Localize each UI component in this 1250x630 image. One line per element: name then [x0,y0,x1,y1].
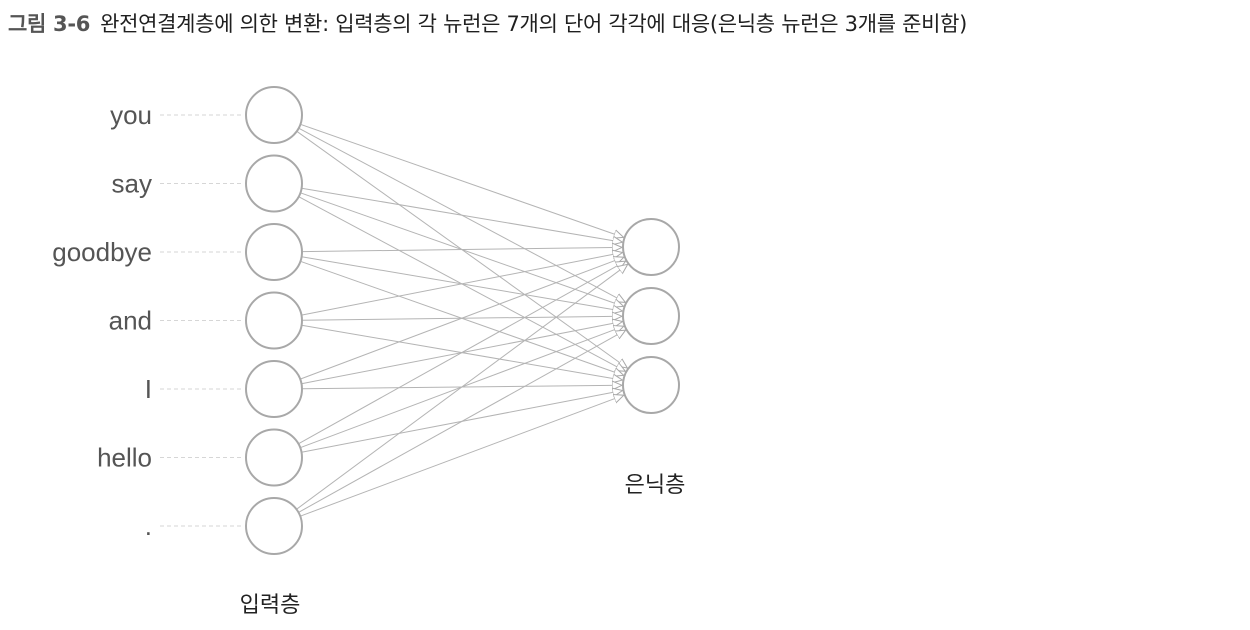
connection-0-0 [300,123,623,237]
hidden-neuron-0 [622,218,680,276]
connection-3-0 [301,253,623,316]
input-neuron-4 [245,360,303,418]
word-label-0: you [110,100,152,130]
word-label-1: say [112,169,152,199]
connections [296,123,628,517]
input-neuron-5 [245,428,303,487]
word-label-2: goodbye [52,237,152,267]
connection-2-0 [301,247,622,251]
connection-6-0 [296,264,628,510]
connection-4-0 [300,257,624,380]
figure-caption: 완전연결계층에 의한 변환: 입력층의 각 뉴런은 7개의 단어 각각에 대응(… [100,12,968,36]
input-neuron-2 [245,223,303,281]
hidden-neuron-2 [622,356,680,414]
connection-6-1 [298,330,626,513]
word-label-4: I [145,374,152,404]
connection-5-0 [298,261,625,445]
word-label-3: and [109,306,152,336]
word-label-6: . [145,511,152,541]
input-layer-label: 입력층 [240,593,301,618]
input-neuron-3 [245,291,303,350]
input-neuron-1 [245,154,303,213]
hidden-layer-neurons [622,218,680,414]
input-neuron-0 [245,86,303,144]
word-label-5: hello [97,443,152,473]
connection-1-0 [301,187,623,242]
figure-number: 그림 3-6 [8,12,91,36]
word-guide-lines [160,114,244,527]
input-neuron-6 [245,497,303,555]
hidden-neuron-1 [622,287,680,345]
figure-title: 그림 3-6 완전연결계층에 의한 변환: 입력층의 각 뉴런은 7개의 단어 각… [8,8,967,38]
hidden-layer-label: 은닉층 [625,473,686,498]
input-layer-neurons [245,86,303,555]
connection-6-2 [300,395,624,517]
